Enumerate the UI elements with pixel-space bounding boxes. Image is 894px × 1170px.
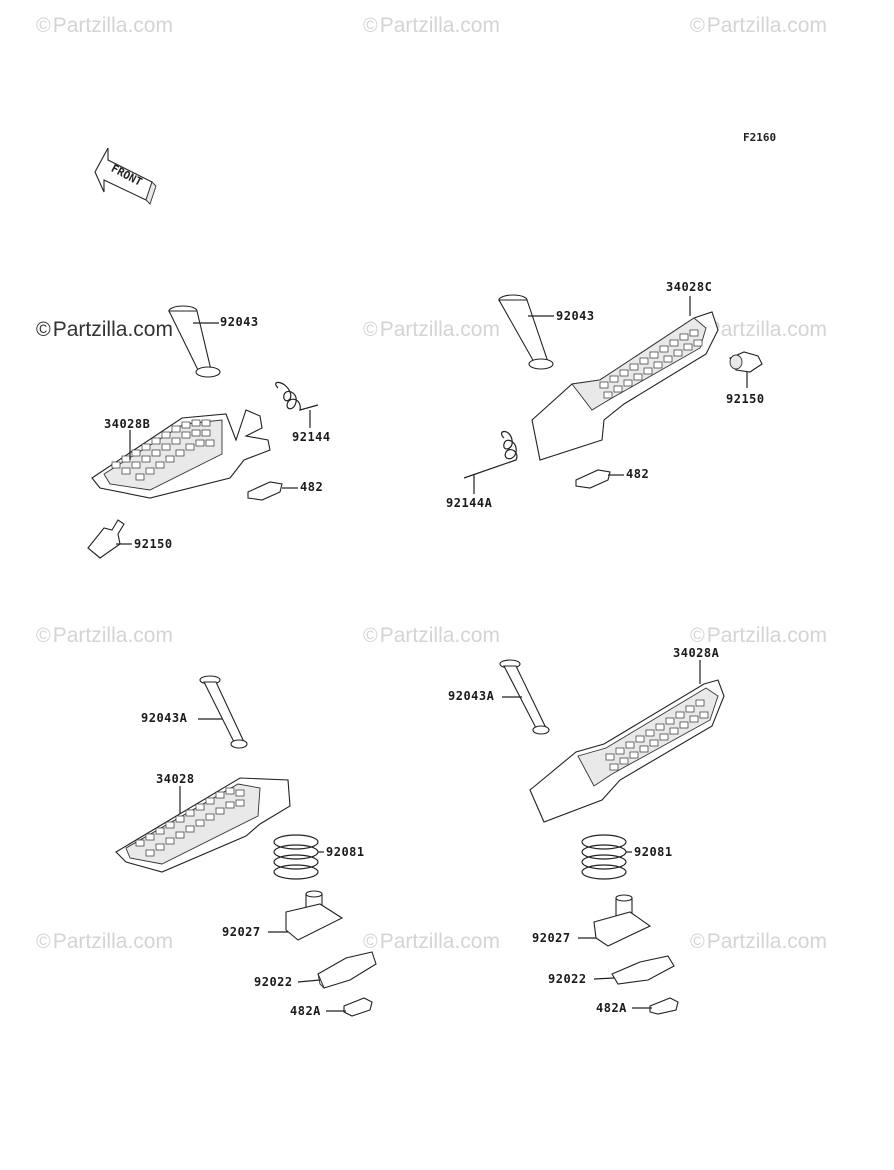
- tl-pin: [168, 305, 221, 378]
- part-label[interactable]: 34028: [156, 772, 195, 786]
- br-plate: [611, 955, 675, 985]
- tl-washer: [247, 481, 283, 501]
- watermark: ©Partzilla.com: [690, 14, 827, 37]
- watermark: ©Partzilla.com: [36, 624, 173, 647]
- tr-footstep: [531, 311, 719, 461]
- part-label[interactable]: 482A: [290, 1004, 321, 1018]
- part-label[interactable]: 92144: [292, 430, 331, 444]
- front-arrow-icon: FRONT: [94, 147, 157, 205]
- part-label[interactable]: 482A: [596, 1001, 627, 1015]
- tr-washer: [575, 469, 611, 489]
- br-footstep: [529, 679, 725, 823]
- tr-spring: [463, 430, 518, 479]
- watermark: ©Partzilla.com: [690, 624, 827, 647]
- part-label[interactable]: 92150: [726, 392, 765, 406]
- part-label[interactable]: 92043: [556, 309, 595, 323]
- bl-plate: [317, 951, 377, 989]
- br-bracket: [593, 894, 652, 947]
- tr-pin: [498, 294, 554, 370]
- tl-spring: [275, 381, 319, 411]
- tr-rubber: [729, 351, 763, 373]
- part-label[interactable]: 92043A: [448, 689, 495, 703]
- watermark: ©Partzilla.com: [36, 318, 173, 341]
- bl-bracket: [285, 890, 344, 941]
- part-label[interactable]: 34028C: [666, 280, 713, 294]
- watermark: ©Partzilla.com: [363, 318, 500, 341]
- watermark: ©Partzilla.com: [690, 930, 827, 953]
- part-label[interactable]: 92150: [134, 537, 173, 551]
- part-label[interactable]: 92022: [548, 972, 587, 986]
- part-label[interactable]: 34028A: [673, 646, 720, 660]
- watermark: ©Partzilla.com: [363, 930, 500, 953]
- bl-spring: [273, 834, 319, 880]
- part-label[interactable]: 92027: [532, 931, 571, 945]
- part-label[interactable]: 92144A: [446, 496, 493, 510]
- bl-washer: [343, 997, 373, 1017]
- watermark: ©Partzilla.com: [363, 14, 500, 37]
- br-washer: [649, 997, 679, 1015]
- watermark: ©Partzilla.com: [36, 930, 173, 953]
- part-label[interactable]: 34028B: [104, 417, 151, 431]
- part-label[interactable]: 92043A: [141, 711, 188, 725]
- part-label[interactable]: 92081: [634, 845, 673, 859]
- watermark: ©Partzilla.com: [363, 624, 500, 647]
- br-spring: [581, 834, 627, 880]
- bl-pin: [199, 675, 248, 749]
- figure-code: F2160: [743, 131, 777, 144]
- part-label[interactable]: 92027: [222, 925, 261, 939]
- tl-footstep: [91, 409, 271, 499]
- part-label[interactable]: 92043: [220, 315, 259, 329]
- br-pin: [499, 659, 550, 735]
- tl-rubber: [87, 519, 125, 559]
- bl-footstep: [115, 777, 291, 873]
- part-label[interactable]: 92022: [254, 975, 293, 989]
- part-label[interactable]: 482: [626, 467, 650, 481]
- part-label[interactable]: 92081: [326, 845, 365, 859]
- part-label[interactable]: 482: [300, 480, 324, 494]
- watermark: ©Partzilla.com: [36, 14, 173, 37]
